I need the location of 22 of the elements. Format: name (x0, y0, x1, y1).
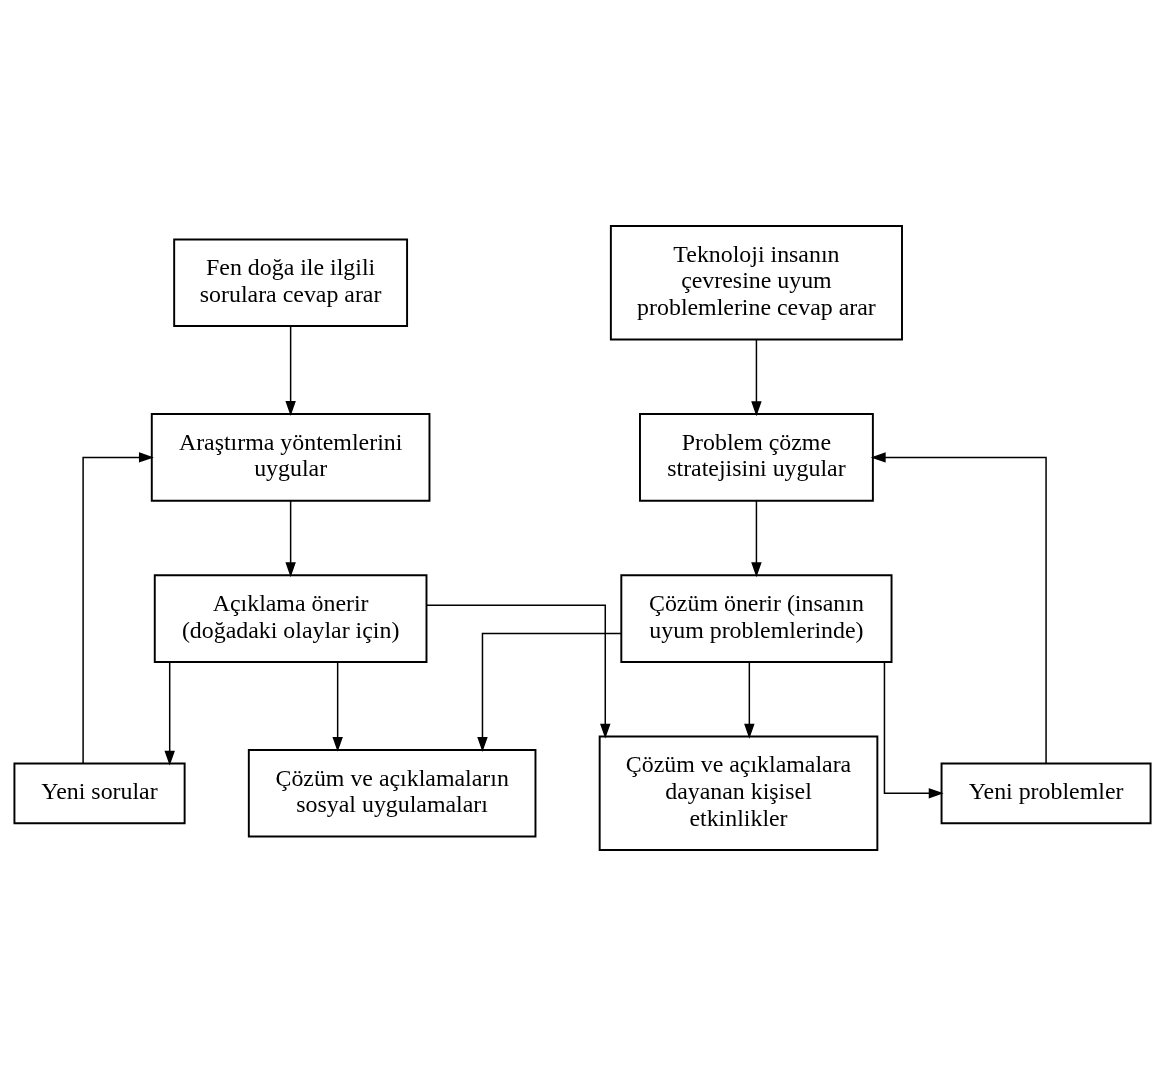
node-box: Yeni problemler (940, 761, 1152, 824)
node-box: Çözüm ve açıklamalara dayanan kişisel etkinlikler (598, 735, 879, 851)
node-box: Yeni sorular (13, 761, 186, 824)
arrow (164, 661, 175, 766)
arrow (870, 451, 1047, 764)
arrow (751, 499, 762, 577)
arrow (285, 499, 296, 577)
arrow (82, 451, 154, 764)
arrow (426, 603, 611, 739)
node-box: Açıklama önerir (doğadaki olaylar için) (153, 573, 428, 663)
arrow (477, 632, 622, 752)
node-box: Çözüm ve açıklamaların sosyal uygulamaları (247, 748, 537, 838)
node-box: Fen doğa ile ilgili sorulara cevap arar (173, 237, 409, 327)
arrow (883, 661, 944, 799)
arrow (285, 325, 296, 416)
node-box: Problem çözme stratejisini uygular (639, 412, 874, 502)
node-box: Araştırma yöntemlerini uygular (150, 412, 431, 502)
arrow (744, 661, 755, 739)
arrow (751, 338, 762, 416)
node-box: Çözüm önerir (insanın uyum problemlerinde) (620, 573, 893, 663)
node-box: Teknoloji insanın çevresine uyum problemlerine cevap arar (609, 224, 903, 340)
arrow (332, 661, 343, 752)
